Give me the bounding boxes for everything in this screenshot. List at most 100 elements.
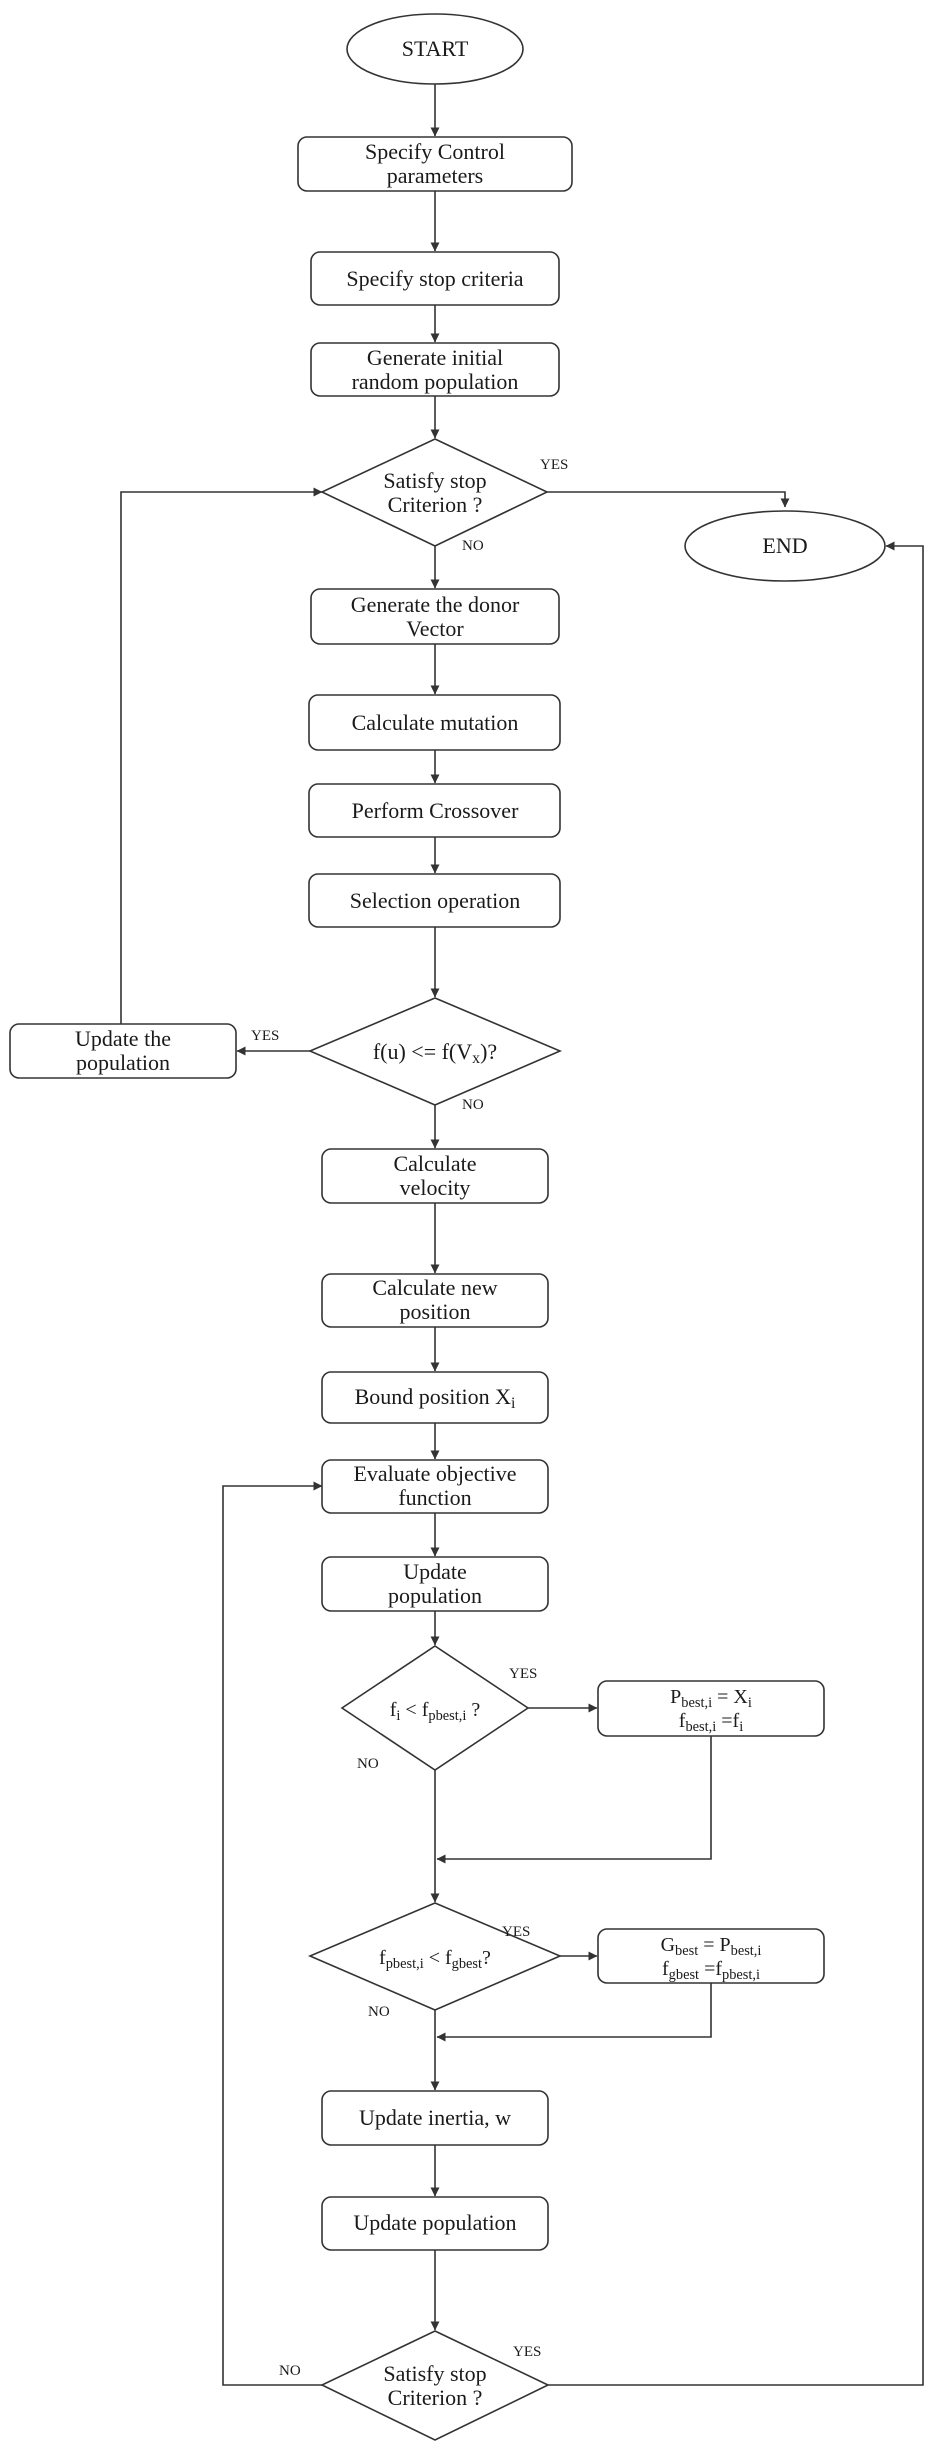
start-label: START [402,36,469,61]
update-population-2-label-line-1: Update population [353,2210,516,2235]
calculate-velocity-label-line-1: Calculate [393,1151,476,1176]
perform-crossover-label-line-1: Perform Crossover [352,798,519,823]
calculate-new-position-label-line-2: position [400,1299,471,1324]
calculate-mutation-label-line-1: Calculate mutation [352,710,519,735]
stop1-yes-label: YES [540,457,568,473]
selection-operation-box: Selection operation [308,873,561,928]
perform-crossover-box: Perform Crossover [308,783,561,838]
fu-yes-label: YES [251,1028,279,1044]
pbest-gbest-decision: fpbest,i < fgbest? [307,1902,563,2011]
pbest-assign-label-line-2: fbest,i =fi [679,1710,743,1735]
edge-gbest-assign-return [436,1983,712,2042]
bound-position-label: Bound position Xi [355,1384,516,1412]
stop1-no-label: NO [462,538,484,554]
gbest-assign-label-line-1: Gbest = Pbest,i [661,1934,762,1959]
generate-donor-label-line-1: Generate the donor [351,592,520,617]
update-population-2-label: Update population [353,2210,516,2235]
specify-control-parameters-label-line-2: parameters [387,163,484,188]
update-population-1-label-line-2: population [388,1583,482,1608]
selection-operation-label-line-1: Selection operation [350,888,520,913]
perform-crossover-label: Perform Crossover [352,798,519,823]
calculate-new-position-label-line-1: Calculate new [372,1275,497,1300]
edge-pbest-return [436,1736,712,1864]
edge-stop2-yes-to-end [548,541,924,2386]
update-inertia-label-line-1: Update inertia, w [359,2105,511,2130]
gbest-assign-label-line-2: fgbest =fpbest,i [662,1958,760,1983]
specify-stop-criteria-label: Specify stop criteria [346,266,523,291]
generate-population-label-line-1: Generate initial [367,345,503,370]
start-terminal: START [346,13,524,85]
generate-population-label-line-2: random population [352,369,519,394]
fi-pbest-label: fi < fpbest,i ? [390,1699,481,1724]
fi-yes-label: YES [509,1666,537,1682]
edge-update-loop-to-stop1 [120,487,323,1024]
generate-donor-label-line-2: Vector [406,616,464,641]
update-population-1-label-line-1: Update [403,1559,467,1584]
edge-stop2-no-loop-to-evaluate [222,1481,323,2386]
evaluate-objective-label-line-2: function [398,1485,471,1510]
gbest-no-label: NO [368,2004,390,2020]
update-the-population-label-line-2: population [76,1050,170,1075]
fu-comparison-label-line-1: f(u) <= f(Vx)? [373,1039,497,1067]
stop2-no-label: NO [279,2363,301,2379]
update-inertia-label: Update inertia, w [359,2105,511,2130]
specify-stop-criteria-label-line-1: Specify stop criteria [346,266,523,291]
satisfy-stop-2-label-line-2: Criterion ? [388,2385,483,2410]
evaluate-objective-label-line-1: Evaluate objective [353,1461,516,1486]
satisfy-stop-1-label-line-2: Criterion ? [388,492,483,517]
specify-control-parameters-label-line-1: Specify Control [365,139,505,164]
update-the-population-label-line-1: Update the [75,1026,171,1051]
edge-stop1-yes-to-end [547,491,790,508]
fi-pbest-label-line-1: fi < fpbest,i ? [390,1699,481,1724]
selection-operation-label: Selection operation [350,888,520,913]
fi-no-label: NO [357,1756,379,1772]
fu-comparison-decision: f(u) <= f(Vx)? [307,997,563,1106]
pbest-assign-label-line-1: Pbest,i = Xi [670,1686,752,1711]
fu-comparison-label: f(u) <= f(Vx)? [373,1039,497,1067]
bound-position-label-line-1: Bound position Xi [355,1384,516,1412]
end-label-line-1: END [762,533,807,558]
calculate-velocity-label-line-2: velocity [400,1175,471,1200]
specify-stop-criteria-box: Specify stop criteria [310,251,560,306]
fu-no-label: NO [462,1097,484,1113]
update-population-box-2: Update population [321,2196,549,2251]
update-inertia-box: Update inertia, w [321,2090,549,2146]
satisfy-stop-2-label-line-1: Satisfy stop [383,2361,486,2386]
start-label-line-1: START [402,36,469,61]
bound-position-box: Bound position Xi [321,1371,549,1424]
satisfy-stop-1-label-line-1: Satisfy stop [383,468,486,493]
pbest-gbest-label: fpbest,i < fgbest? [379,1947,491,1972]
fi-pbest-decision: fi < fpbest,i ? [340,1645,530,1771]
stop2-yes-label: YES [513,2344,541,2360]
pbest-gbest-label-line-1: fpbest,i < fgbest? [379,1947,491,1972]
end-terminal: END [684,510,886,582]
calculate-mutation-box: Calculate mutation [308,694,561,751]
calculate-mutation-label: Calculate mutation [352,710,519,735]
gbest-yes-label: YES [502,1924,530,1940]
